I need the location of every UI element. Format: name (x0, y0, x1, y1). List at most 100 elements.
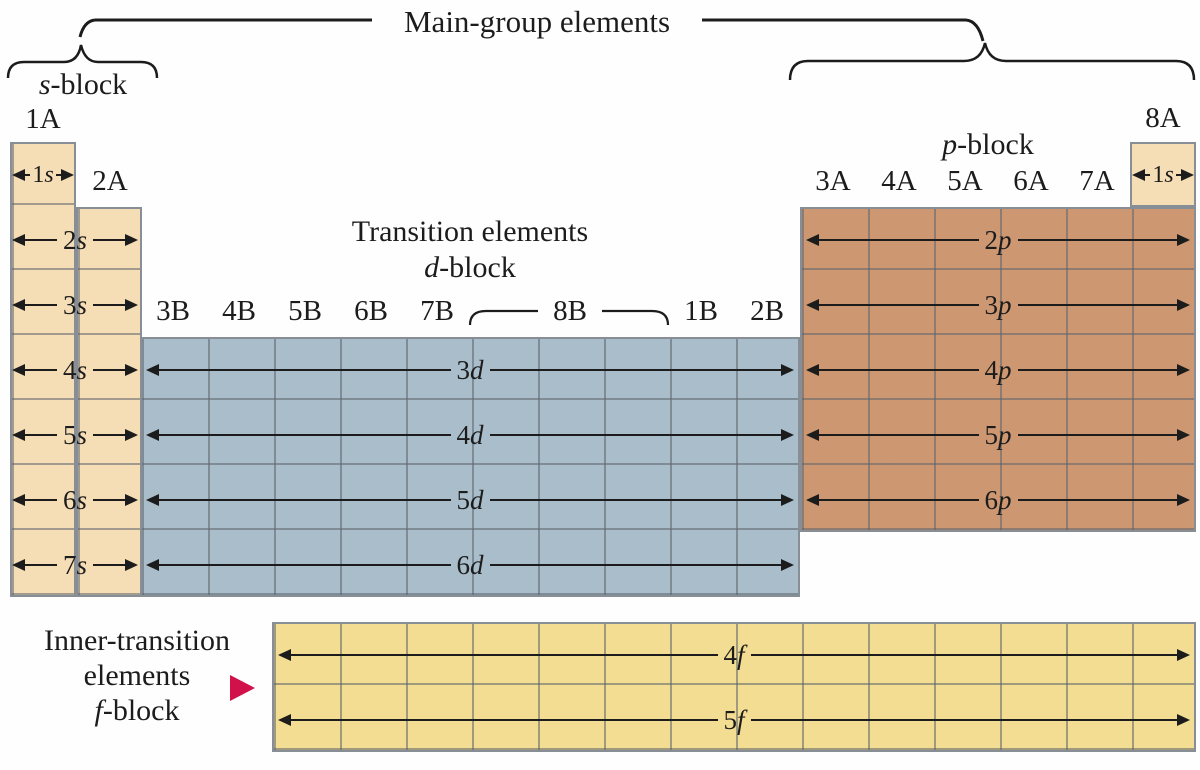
row-arrow-3s: 3s (12, 290, 139, 320)
arrow-right-icon (1177, 714, 1191, 726)
arrow-left-icon (12, 364, 25, 376)
arrow-left-icon (146, 364, 159, 376)
subshell-label-3s: 3s (63, 290, 88, 320)
group-label-4a: 4A (881, 165, 917, 197)
arrow-left-icon (12, 494, 25, 506)
main-group-title: Main-group elements (403, 4, 671, 39)
arrow-right-icon (781, 494, 794, 506)
s-block-title: s-block (38, 68, 128, 101)
group-label-2b: 2B (750, 295, 784, 327)
arrow-right-icon (125, 234, 139, 246)
group-label-3b: 3B (156, 295, 190, 327)
inner-transition-pointer-icon (230, 675, 255, 701)
arrow-right-icon (125, 559, 139, 571)
d-block-region (140, 337, 800, 597)
arrow-left-icon (806, 299, 819, 311)
subshell-label-5d: 5d (456, 485, 484, 515)
row-arrow-6d: 6d (146, 550, 794, 580)
arrow-left-icon (1132, 169, 1145, 181)
arrow-right-icon (125, 429, 139, 441)
inner-transition-line2: elements (83, 659, 191, 692)
subshell-label-5f: 5f (723, 705, 745, 735)
group-label-2a: 2A (92, 165, 128, 197)
subshell-label-1s: 1s (32, 162, 54, 188)
subshell-label-4d: 4d (456, 420, 484, 450)
row-arrow-6s: 6s (12, 485, 139, 515)
arrow-left-icon (806, 429, 819, 441)
group-label-6b: 6B (354, 295, 388, 327)
arrow-right-icon (125, 299, 139, 311)
row-arrow-7s: 7s (12, 550, 139, 580)
arrow-right-icon (1177, 299, 1190, 311)
p-block-title: p-block (942, 128, 1034, 161)
arrow-left-icon (12, 429, 25, 441)
row-arrow-5s: 5s (12, 420, 139, 450)
row-arrow-5f: 5f (278, 705, 1191, 735)
row-arrow-3p: 3p (806, 290, 1190, 320)
8b-group-brace (468, 309, 670, 326)
arrow-left-icon (806, 234, 819, 246)
arrow-left-icon (146, 559, 159, 571)
group-label-7b: 7B (420, 295, 454, 327)
arrow-right-icon (1177, 649, 1191, 661)
subshell-label-6p: 6p (984, 485, 1012, 515)
inner-transition-line1: Inner-transition (43, 624, 230, 657)
arrow-left-icon (146, 429, 159, 441)
arrow-left-icon (12, 169, 25, 181)
group-label-7a: 7A (1079, 165, 1115, 197)
inner-transition-caption: Inner-transition elements f-block (14, 623, 260, 728)
arrow-left-icon (278, 649, 291, 661)
row-arrow-2s: 2s (12, 225, 139, 255)
subshell-label-6d: 6d (456, 550, 484, 580)
group-label-1a: 1A (25, 103, 61, 135)
main-group-brace (78, 18, 985, 42)
arrow-right-icon (1177, 364, 1190, 376)
arrow-right-icon (781, 364, 794, 376)
row-arrow-4p: 4p (806, 355, 1190, 385)
row-arrow-5p: 5p (806, 420, 1190, 450)
transition-elements-title: Transition elements (351, 215, 589, 248)
arrow-left-icon (12, 299, 25, 311)
arrow-right-icon (781, 429, 794, 441)
arrow-right-icon (1177, 429, 1190, 441)
arrow-left-icon (146, 494, 159, 506)
subshell-label-5p: 5p (984, 420, 1012, 450)
arrow-right-icon (125, 494, 139, 506)
row-arrow-2p: 2p (806, 225, 1190, 255)
group-label-8a: 8A (1145, 102, 1181, 134)
subshell-label-7s: 7s (63, 550, 88, 580)
group-label-5b: 5B (288, 295, 322, 327)
row-arrow-5d: 5d (146, 485, 794, 515)
subshell-label-1s-helium: 1s (1152, 162, 1174, 188)
subshell-label-4p: 4p (984, 355, 1012, 385)
row-arrow-3d: 3d (146, 357, 794, 384)
arrow-left-icon (806, 364, 819, 376)
arrow-right-icon (61, 169, 74, 181)
subshell-label-4f: 4f (723, 640, 745, 670)
row-arrow-4s: 4s (12, 357, 139, 384)
subshell-label-6s: 6s (63, 485, 88, 515)
d-block-title: d-block (424, 251, 516, 284)
s-block-brace (6, 44, 159, 79)
subshell-label-2s: 2s (63, 225, 88, 255)
subshell-label-3p: 3p (984, 290, 1012, 320)
arrow-right-icon (1177, 234, 1190, 246)
row-arrow-1s: 1s (12, 163, 74, 187)
subshell-label-5s: 5s (63, 420, 88, 450)
row-arrow-4d: 4d (146, 420, 794, 450)
helium-1s-cell (1130, 142, 1196, 207)
group-label-1b: 1B (684, 295, 718, 327)
row-arrow-6p: 6p (806, 485, 1190, 515)
arrow-left-icon (806, 494, 819, 506)
subshell-label-2p: 2p (984, 225, 1012, 255)
arrow-left-icon (12, 559, 25, 571)
f-block-region (272, 622, 1196, 752)
group-label-5a: 5A (947, 165, 983, 197)
arrow-left-icon (12, 234, 25, 246)
arrow-right-icon (125, 364, 139, 376)
group-label-3a: 3A (815, 165, 851, 197)
arrow-right-icon (1177, 494, 1190, 506)
arrow-left-icon (278, 714, 291, 726)
